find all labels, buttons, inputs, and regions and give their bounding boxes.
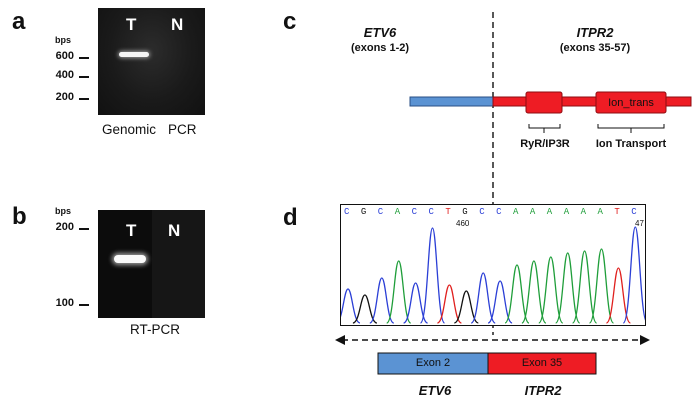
- panel-a-unit: bps: [55, 35, 72, 45]
- trace-peak: [538, 256, 564, 324]
- fusion-gene-etv6: ETV6: [418, 383, 452, 398]
- span-arrow-left: [335, 335, 345, 345]
- base-call: A: [597, 207, 603, 217]
- lane-label-tumor: T: [126, 15, 137, 34]
- ladder-tick-400: [79, 76, 89, 78]
- base-call: A: [580, 207, 586, 217]
- fusion-gene-itpr2: ITPR2: [524, 383, 562, 398]
- trace-peak: [555, 252, 581, 324]
- trace-peak: [453, 290, 479, 324]
- base-call: C: [377, 207, 384, 217]
- base-call: C: [496, 207, 502, 217]
- trace-peak: [341, 288, 361, 324]
- base-call: C: [479, 207, 485, 217]
- gel-band-rt: [114, 255, 146, 263]
- ladder-label-200-b: 200: [55, 221, 74, 233]
- panel-a-caption-pcr: PCR: [168, 122, 197, 137]
- ladder-tick-200: [79, 98, 89, 100]
- sequence-trace: [341, 226, 645, 324]
- gel-lane-normal: [152, 210, 205, 318]
- trace-peak: [504, 264, 530, 324]
- panel-b-unit: bps: [55, 206, 72, 216]
- trace-peak: [521, 260, 547, 324]
- exon2-label: Exon 2: [415, 357, 451, 369]
- trace-peak: [470, 272, 496, 324]
- trace-position-47: 47: [635, 219, 644, 228]
- lane-label-normal-b: N: [168, 221, 181, 240]
- gel-band-600: [119, 52, 149, 57]
- domain-ryr-ip3r: RyR/IP3R: [520, 138, 570, 150]
- trace-peak: [437, 284, 462, 324]
- domain-ion-transport: Ion Transport: [595, 138, 667, 150]
- base-call: C: [344, 207, 350, 217]
- itpr2-segment: [492, 96, 692, 107]
- base-call: G: [360, 207, 367, 217]
- rt-pcr-gel: T N: [98, 210, 205, 318]
- trace-peak: [588, 248, 615, 324]
- trace-peak: [352, 294, 378, 324]
- etv6-exon-range: (exons 1-2): [350, 42, 410, 54]
- base-call: A: [394, 207, 401, 217]
- trace-peak: [419, 227, 446, 324]
- ladder-label-600: 600: [55, 50, 74, 62]
- ryr-domain-box: [525, 91, 563, 114]
- gene-itpr2-title: ITPR2: [576, 25, 614, 40]
- gene-etv6-title: ETV6: [363, 25, 397, 40]
- base-call: A: [529, 207, 536, 217]
- panel-c-letter: c: [283, 8, 297, 35]
- chromatogram-frame: [340, 204, 646, 326]
- exon35-box: [487, 352, 597, 375]
- trace-peak: [369, 277, 395, 324]
- trace-peak: [386, 260, 412, 324]
- base-call: A: [513, 207, 519, 217]
- trace-peak: [403, 282, 428, 324]
- ion-trans-box-label: Ion_trans: [608, 97, 654, 109]
- base-call: T: [445, 207, 451, 217]
- trace-peak: [605, 267, 632, 324]
- ladder-tick-200-b: [79, 228, 89, 230]
- base-call: T: [614, 207, 620, 217]
- panel-a-caption-genomic: Genomic: [102, 122, 157, 137]
- panel-b-letter: b: [12, 203, 27, 230]
- ladder-tick-100-b: [79, 304, 89, 306]
- trace-peak: [571, 250, 598, 324]
- panel-a-letter: a: [12, 8, 26, 35]
- base-call: C: [411, 207, 417, 217]
- base-call: A: [546, 207, 553, 217]
- trace-position-460: 460: [456, 219, 470, 228]
- itpr2-exon-range: (exons 35-57): [559, 42, 631, 54]
- exon35-label: Exon 35: [521, 357, 563, 369]
- lane-label-normal: N: [171, 15, 184, 34]
- base-call: G: [462, 207, 468, 217]
- genomic-pcr-gel: T N: [98, 8, 205, 115]
- base-call: C: [428, 207, 434, 217]
- trace-peak: [622, 226, 645, 324]
- base-call: C: [631, 207, 637, 217]
- ladder-label-200: 200: [55, 91, 74, 103]
- ladder-tick-600: [79, 57, 89, 59]
- ladder-label-100-b: 100: [55, 297, 74, 309]
- ladder-label-400: 400: [55, 69, 74, 81]
- trace-peak: [487, 280, 513, 324]
- gel-background: [98, 8, 205, 115]
- span-arrow-right: [640, 335, 650, 345]
- lane-label-tumor-b: T: [126, 221, 137, 240]
- panel-d-letter: d: [283, 204, 298, 231]
- ion-transport-domain-box: [595, 91, 667, 114]
- base-call: A: [563, 207, 570, 217]
- panel-b-caption: RT-PCR: [130, 322, 181, 337]
